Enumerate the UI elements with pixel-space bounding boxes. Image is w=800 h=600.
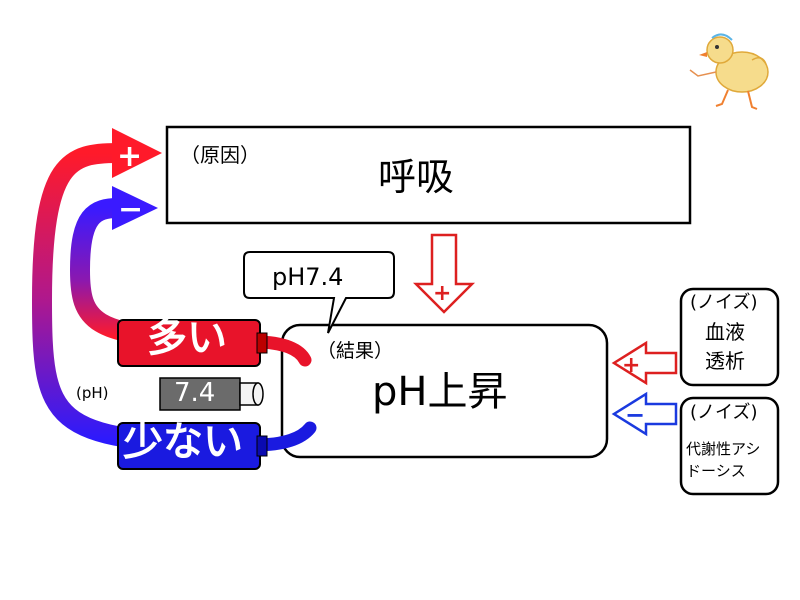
few-indicator-cap (256, 435, 268, 457)
noise2-arrow (611, 391, 678, 437)
plus-sign-noise1-arrow: + (622, 353, 641, 378)
cause-box (165, 125, 692, 225)
outer-feedback-arrow (31, 128, 233, 453)
noise1-box (679, 287, 780, 387)
noise1-arrow (611, 340, 678, 386)
noise2-box (679, 396, 780, 496)
result-box (280, 323, 609, 459)
noise1-line1: 血液 (705, 320, 745, 344)
noise1-line2: 透析 (705, 349, 745, 373)
noise1-label: (ノイズ) (690, 292, 758, 313)
cause-label: （原因） (180, 143, 260, 167)
speech-bubble (243, 251, 395, 334)
noise2-line2: ドーシス (686, 462, 746, 480)
many-label: 多い (147, 315, 227, 361)
minus-sign-noise2-arrow: − (625, 401, 646, 429)
ph-side-label: (pH) (76, 384, 109, 402)
battery-icon (159, 377, 264, 411)
many-indicator-cap (256, 332, 268, 354)
cause-title: 呼吸 (378, 155, 455, 199)
noise2-line1: 代謝性アシ (686, 440, 761, 458)
speech-bubble-text: pH7.4 (272, 263, 344, 291)
minus-sign-left: − (118, 192, 144, 227)
chick-illustration (689, 33, 769, 110)
down-arrow (412, 233, 476, 314)
result-title: pH上昇 (372, 369, 508, 415)
plus-sign-down-arrow: + (433, 281, 452, 306)
noise2-label: (ノイズ) (690, 402, 758, 423)
few-label: 少ない (123, 419, 243, 465)
result-label: （結果） (317, 340, 394, 362)
plus-sign-left: + (117, 139, 143, 174)
battery-value: 7.4 (174, 378, 216, 408)
